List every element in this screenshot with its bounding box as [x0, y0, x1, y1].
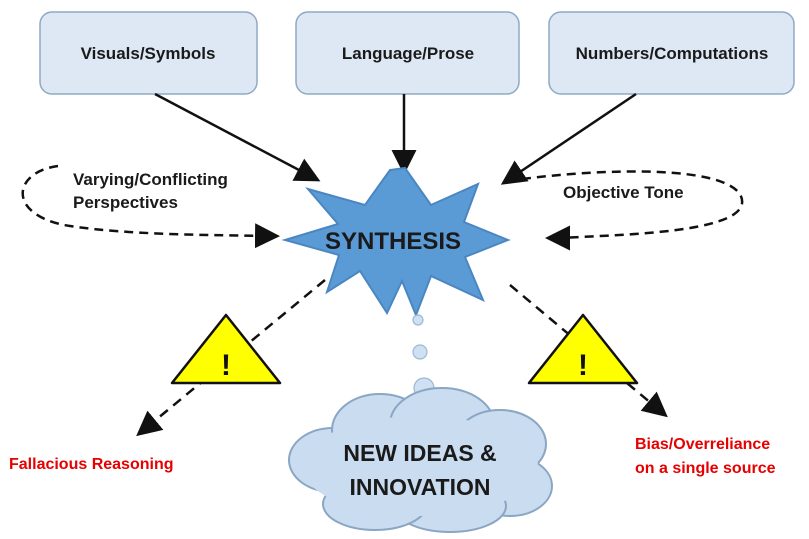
- outcome-label-line2: INNOVATION: [350, 474, 491, 500]
- warning-triangle-icon: [170, 313, 282, 385]
- input-label-numbers: Numbers/Computations: [576, 44, 769, 63]
- risk-label-bias-line2: on a single source: [635, 460, 776, 477]
- starburst-icon: [281, 166, 511, 318]
- thought-bubble-medium: [412, 344, 428, 360]
- outcome-label-line1: NEW IDEAS &: [343, 440, 496, 466]
- input-label-visuals: Visuals/Symbols: [81, 44, 216, 63]
- input-box-language: Language/Prose: [295, 11, 520, 95]
- left-loop-label-line1: Varying/Conflicting: [73, 170, 228, 189]
- cloud-icon: [288, 387, 553, 533]
- warning-mark-right: !: [578, 349, 588, 382]
- input-label-language: Language/Prose: [342, 44, 474, 63]
- right-loop-label: Objective Tone: [563, 183, 684, 202]
- arrow-numbers-to-synthesis: [500, 92, 637, 185]
- thought-bubble-small: [412, 314, 424, 326]
- warning-left: !: [170, 313, 282, 385]
- left-loop-label-line2: Perspectives: [73, 193, 178, 212]
- synthesis-label: SYNTHESIS: [325, 228, 461, 255]
- input-box-visuals: Visuals/Symbols: [39, 11, 258, 95]
- input-box-numbers: Numbers/Computations: [548, 11, 795, 95]
- risk-label-bias-line1: Bias/Overreliance: [635, 436, 770, 453]
- arrow-visuals-to-synthesis: [154, 92, 321, 182]
- warning-mark-left: !: [221, 349, 231, 382]
- right-loop-arrow: [521, 170, 744, 251]
- left-loop-arrow: [21, 164, 280, 249]
- warning-triangle-icon: [527, 313, 639, 385]
- warning-right: !: [527, 313, 639, 385]
- risk-label-fallacious: Fallacious Reasoning: [9, 456, 173, 473]
